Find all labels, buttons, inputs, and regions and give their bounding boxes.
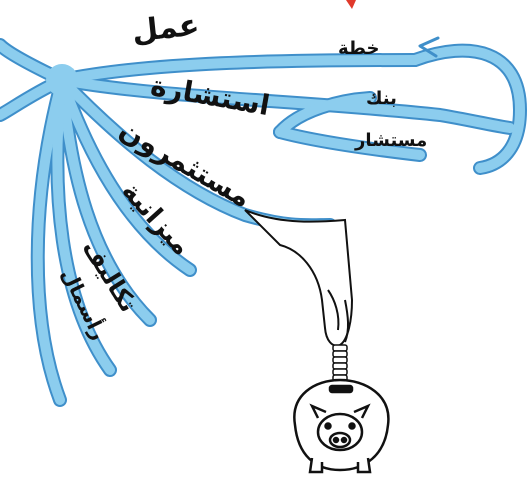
coin-stack-icon [333, 345, 347, 381]
label-advisor: مستشار [355, 132, 427, 150]
hand-icon [245, 210, 352, 346]
label-work: عمل [131, 11, 201, 48]
label-plan: خطة [338, 40, 379, 58]
piggy-bank-icon [294, 380, 388, 472]
red-accent-mark [346, 0, 356, 9]
label-bank: بنك [366, 90, 397, 108]
